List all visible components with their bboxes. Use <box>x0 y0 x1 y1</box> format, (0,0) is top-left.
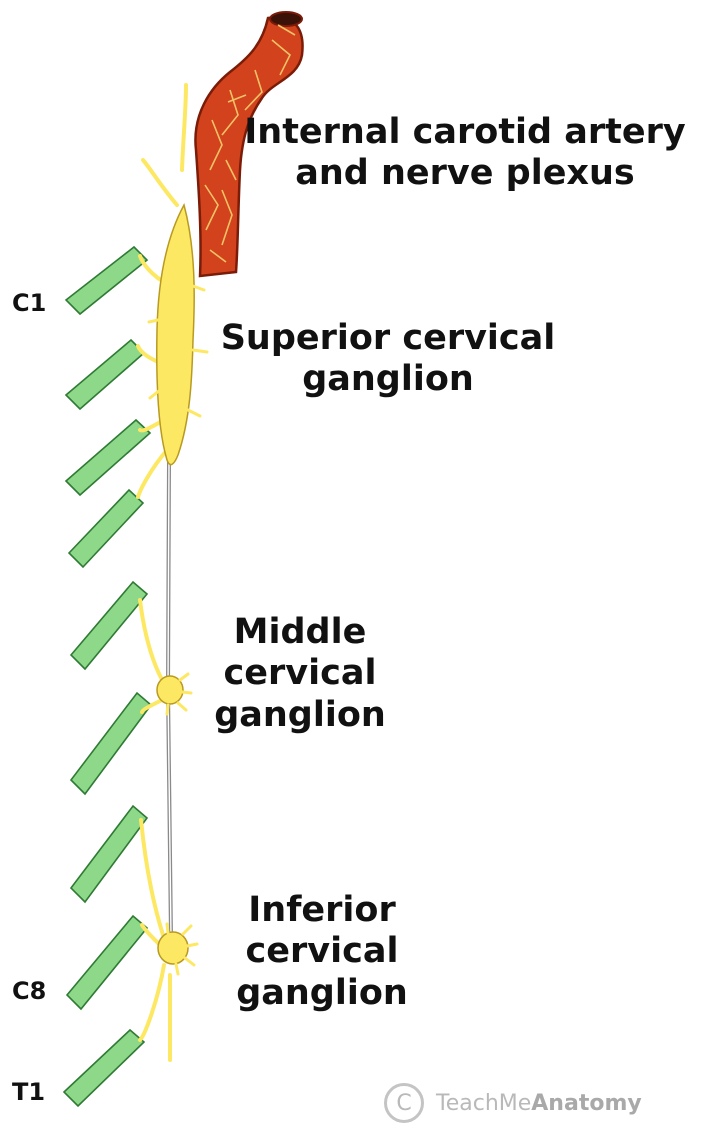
superior-ganglion-label-line-2: ganglion <box>208 359 568 400</box>
nerve-root-c4 <box>69 490 143 567</box>
ramus-top-2 <box>182 85 186 170</box>
level-label-c8: C8 <box>12 977 46 1005</box>
nerve-root-t1 <box>64 1030 144 1106</box>
superior-ganglion-body <box>157 205 194 465</box>
ramus-c4 <box>138 450 167 497</box>
nerve-root-c5 <box>71 582 147 669</box>
superior-ganglion-label: Superior cervical ganglion <box>208 318 568 401</box>
artery-lumen <box>270 12 302 26</box>
middle-ganglion-label-line-3: ganglion <box>200 695 400 736</box>
internal-carotid-label-line-2: and nerve plexus <box>240 153 690 194</box>
ramus-top-1 <box>143 160 177 205</box>
inferior-ganglion-label-line-2: cervical <box>222 931 422 972</box>
level-label-t1: T1 <box>12 1078 45 1106</box>
nerve-root-c2 <box>66 340 144 409</box>
inferior-ganglion-label-line-1: Inferior <box>222 890 422 931</box>
nerve-root-c3 <box>66 420 150 495</box>
ramus-inf-t1 <box>140 965 164 1040</box>
inferior-ganglion-label-line-3: ganglion <box>222 973 422 1014</box>
middle-cervical-ganglion-shape <box>157 674 191 714</box>
nerve-root-c1 <box>66 247 147 314</box>
inferior-ganglion-body <box>158 932 188 964</box>
spinal-nerve-roots <box>64 247 151 1106</box>
nerve-root-c7 <box>71 806 147 902</box>
internal-carotid-label-line-1: Internal carotid artery <box>240 112 690 153</box>
middle-ganglion-label-line-1: Middle <box>200 612 400 653</box>
level-label-c1: C1 <box>12 289 46 317</box>
nerve-root-c8 <box>67 916 147 1009</box>
ramus-inf-up <box>141 820 163 935</box>
nerve-root-c6 <box>71 693 151 794</box>
middle-ganglion-label: Middle cervical ganglion <box>200 612 400 736</box>
ramus-mid-up <box>140 600 165 685</box>
inferior-ganglion-label: Inferior cervical ganglion <box>222 890 422 1014</box>
middle-ganglion-label-line-2: cervical <box>200 653 400 694</box>
ramus-inf-c8 <box>142 925 160 945</box>
superior-ganglion-label-line-1: Superior cervical <box>208 318 568 359</box>
copyright-icon: C <box>384 1083 424 1123</box>
internal-carotid-label: Internal carotid artery and nerve plexus <box>240 112 690 195</box>
